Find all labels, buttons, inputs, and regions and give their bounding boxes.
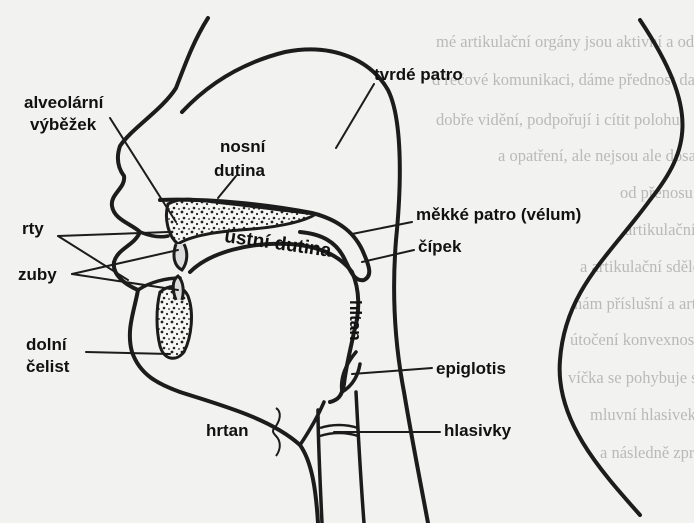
label-hard-palate: tvrdé patro [374, 64, 463, 85]
label-nasal-cavity-line2: dutina [214, 160, 265, 181]
label-pharynx: hltan [345, 300, 366, 341]
label-larynx: hrtan [206, 420, 249, 441]
label-teeth: zuby [18, 264, 57, 285]
label-alveolar-ridge-line2: výběžek [30, 114, 96, 135]
label-alveolar-ridge-line1: alveolární [24, 92, 103, 113]
lower-teeth [173, 276, 183, 300]
label-epiglottis: epiglotis [436, 358, 506, 379]
upper-teeth [174, 244, 187, 270]
label-lower-jaw-line1: dolní [26, 334, 67, 355]
label-uvula: čípek [418, 236, 461, 257]
label-lower-jaw-line2: čelist [26, 356, 69, 377]
label-vocal-cords: hlasivky [444, 420, 511, 441]
label-soft-palate: měkké patro (vélum) [416, 204, 581, 225]
label-nasal-cavity-line1: nosní [220, 136, 265, 157]
label-lips: rty [22, 218, 44, 239]
